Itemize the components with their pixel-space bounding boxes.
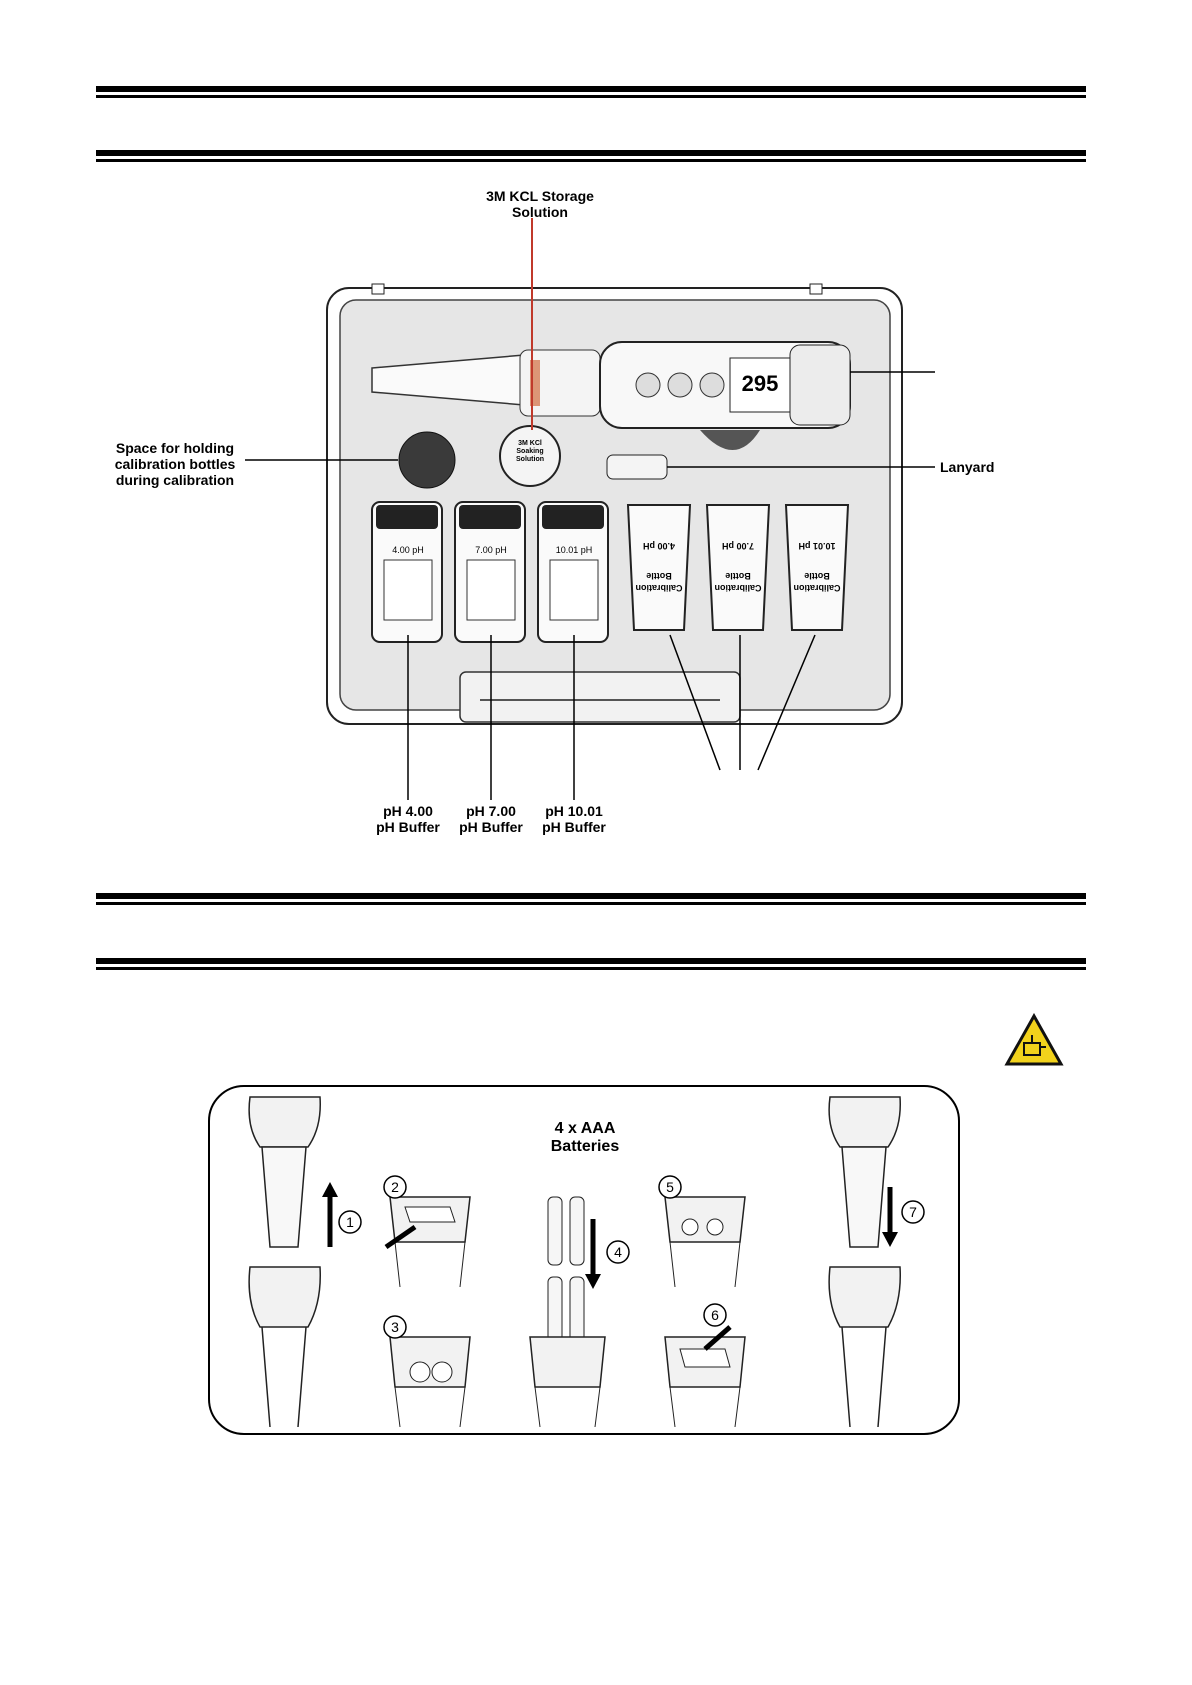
calibration-bottle-2-line2: Bottle (725, 571, 751, 581)
buffer-label-3: pH 10.01 pH Buffer (526, 803, 622, 835)
calibration-bottle-2-line1: Calibration (714, 583, 762, 593)
kit-case-illustration (245, 218, 935, 800)
step-5-number: 5 (666, 1179, 674, 1195)
step-7-number: 7 (909, 1204, 917, 1220)
calibration-bottle-1-line2: Bottle (646, 571, 672, 581)
calibration-bottle-3: Calibration Bottle 10.01 pH (787, 540, 847, 594)
calibration-bottle-1: Calibration Bottle 4.00 pH (629, 540, 689, 594)
storage-solution-label-line1: 3M KCL Storage (486, 188, 594, 204)
storage-solution-label: 3M KCL Storage Solution (470, 188, 610, 220)
kcl-cap-text-line2: Soaking (516, 448, 544, 455)
buffer-label-3-line1: pH 10.01 (545, 803, 603, 819)
calibration-bottle-2-line3: 7.00 pH (722, 541, 755, 551)
kit-figure: 3M KCL Storage Solution Space for holdin… (100, 188, 995, 835)
battery-title-line1: 4 x AAA (554, 1120, 616, 1137)
buffer-label-1: pH 4.00 pH Buffer (360, 803, 456, 835)
battery-title: 4 x AAA Batteries (510, 1120, 660, 1156)
section-rule-1 (96, 893, 1086, 905)
kcl-cap-text: 3M KCl Soaking Solution (505, 440, 555, 464)
section-rule-2 (96, 958, 1086, 970)
calibration-bottle-3-line2: Bottle (804, 571, 830, 581)
calibration-bottle-2: Calibration Bottle 7.00 pH (708, 540, 768, 594)
step-1-number: 1 (346, 1214, 354, 1230)
battery-figure: 4 x AAA Batteries (208, 1085, 960, 1435)
storage-solution-label-line2: Solution (512, 204, 568, 220)
space-label-line3: during calibration (115, 472, 235, 488)
buffer-label-3-line2: pH Buffer (542, 819, 606, 835)
buffer-bottle-text-1: 4.00 pH (392, 545, 424, 555)
lanyard-label: Lanyard (940, 459, 995, 475)
battery-warning-icon (1004, 1012, 1064, 1067)
buffer-bottle-text-2: 7.00 pH (475, 545, 507, 555)
step-4-number: 4 (614, 1244, 622, 1260)
step-3-number: 3 (391, 1319, 399, 1335)
calibration-bottle-1-line1: Calibration (635, 583, 683, 593)
header-rule-2 (96, 150, 1086, 162)
step-6-number: 6 (711, 1307, 719, 1323)
buffer-label-2-line1: pH 7.00 (466, 803, 516, 819)
calibration-bottle-1-line3: 4.00 pH (643, 541, 676, 551)
space-label-line2: calibration bottles (114, 456, 236, 472)
buffer-label-2: pH 7.00 pH Buffer (443, 803, 539, 835)
kcl-cap-text-line1: 3M KCl (518, 440, 542, 447)
calibration-bottle-3-line3: 10.01 pH (798, 541, 836, 551)
buffer-bottle-text-3: 10.01 pH (555, 545, 593, 555)
calibration-bottle-3-line1: Calibration (793, 583, 841, 593)
header-rule-1 (96, 86, 1086, 98)
space-label: Space for holding calibration bottles du… (100, 440, 250, 488)
kcl-cap-text-line3: Solution (516, 456, 544, 463)
step-2-number: 2 (391, 1179, 399, 1195)
buffer-label-1-line2: pH Buffer (376, 819, 440, 835)
battery-title-line2: Batteries (550, 1138, 620, 1155)
battery-steps-illustration: 1 2 3 4 5 6 7 (248, 1096, 925, 1428)
buffer-label-1-line1: pH 4.00 (383, 803, 433, 819)
buffer-label-2-line2: pH Buffer (459, 819, 523, 835)
space-label-line1: Space for holding (115, 440, 235, 456)
meter-display: 295 (741, 371, 779, 396)
